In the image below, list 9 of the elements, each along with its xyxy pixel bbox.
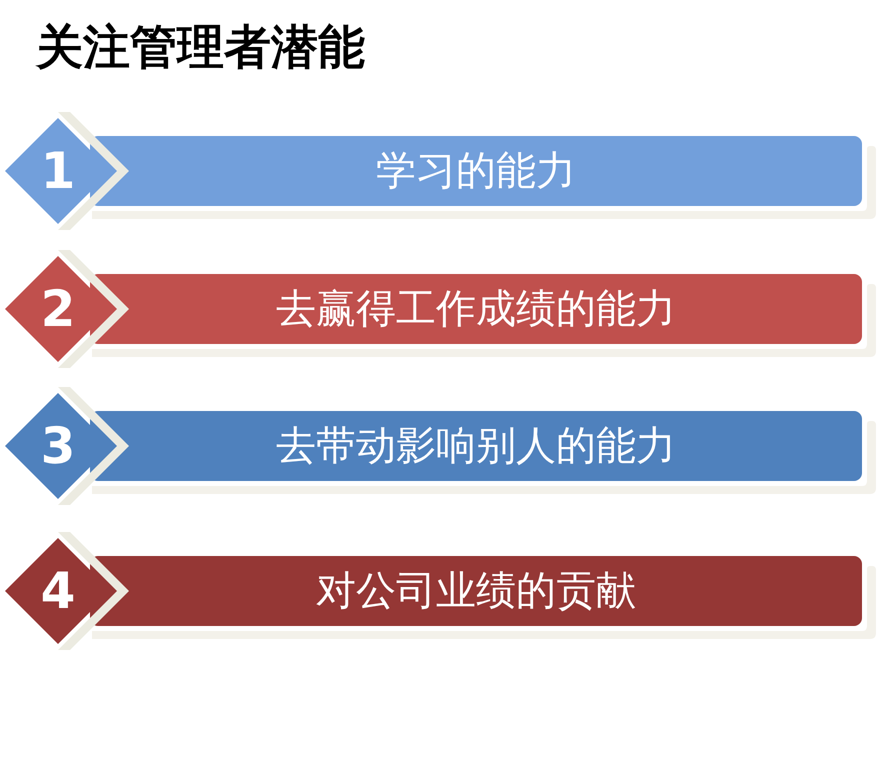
title: 关注管理者潜能 bbox=[36, 19, 365, 77]
step-number: 1 bbox=[40, 143, 76, 199]
step-number: 4 bbox=[40, 563, 76, 619]
banner-text: 去赢得工作成绩的能力 bbox=[276, 285, 676, 333]
banner-text: 去带动影响别人的能力 bbox=[276, 422, 676, 470]
step-number: 3 bbox=[40, 418, 76, 474]
banner-text: 对公司业绩的贡献 bbox=[316, 567, 636, 615]
step-number: 2 bbox=[40, 281, 76, 337]
banner-text: 学习的能力 bbox=[376, 147, 576, 195]
